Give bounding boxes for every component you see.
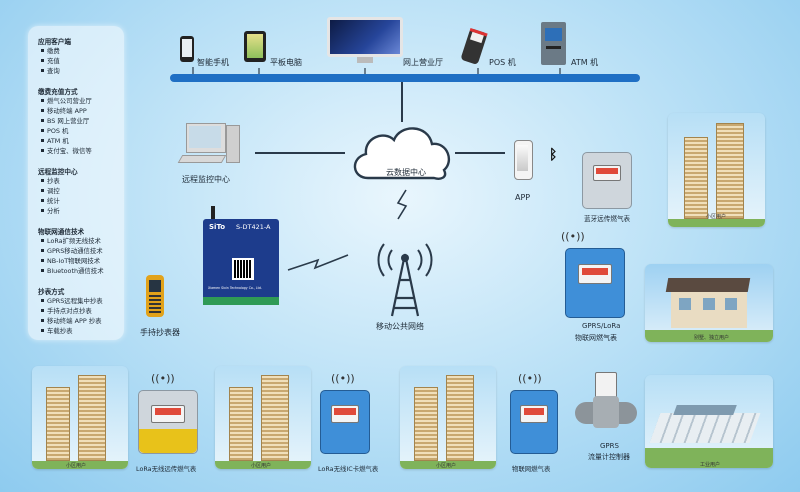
bluetooth-meter-label: 蓝牙远传燃气表 — [584, 215, 631, 223]
flow-controller-label-2: 流量计控制器 — [588, 453, 630, 461]
panel-item: GPRS移动通信技术 — [41, 246, 103, 255]
panel-item: ATM 机 — [41, 136, 69, 145]
community-user-label: 小区用户 — [706, 214, 727, 220]
bluetooth-icon: ᛒ — [549, 147, 558, 163]
smartphone-label: 智能手机 — [197, 58, 229, 67]
lora-remote-gas-meter-icon — [138, 390, 198, 454]
panel-item: 手持点对点抄表 — [41, 306, 92, 315]
cloud-data-center-label: 云数据中心 — [386, 168, 426, 177]
cloud-icon — [353, 127, 451, 180]
smartphone-icon — [180, 36, 194, 62]
tablet-icon — [244, 31, 266, 62]
flow-controller-label-1: GPRS — [600, 442, 619, 450]
community-user-label-3: 小区用户 — [436, 463, 457, 469]
monitor-center-label: 远程监控中心 — [182, 175, 230, 184]
panel-item: 车载抄表 — [41, 326, 73, 335]
panel-item: 统计 — [41, 196, 60, 205]
pos-label: POS 机 — [489, 58, 516, 67]
gprs-lora-meter-label-2: 物联网燃气表 — [575, 334, 617, 342]
panel-item: LoRa扩频无线技术 — [41, 236, 101, 245]
panel-section-title: 缴费充值方式 — [38, 88, 78, 96]
gprs-lora-meter-label-1: GPRS/LoRa — [582, 322, 621, 330]
industry-user-label: 工业用户 — [700, 462, 721, 468]
panel-item: 查询 — [41, 66, 60, 75]
wireless-signal-icon: ((•)) — [561, 230, 585, 243]
panel-section-title: 应用客户端 — [38, 38, 71, 46]
online-hall-label: 网上营业厅 — [403, 58, 443, 67]
community-photo-bottom-1 — [32, 366, 128, 469]
community-photo-right — [668, 113, 765, 227]
panel-item: 缴费 — [41, 46, 60, 55]
dtu-network-bolt — [287, 254, 349, 271]
panel-item: 移动终端 APP — [41, 106, 87, 115]
panel-item: Bluetooth通信技术 — [41, 266, 104, 275]
mobile-network-label: 移动公共网络 — [376, 322, 424, 331]
bluetooth-gas-meter-icon — [582, 152, 632, 209]
workstation-icon — [177, 123, 240, 165]
atm-label: ATM 机 — [571, 58, 599, 67]
cloud-network-bolt — [396, 189, 408, 220]
dtu-model: S-DT421-A — [236, 223, 271, 231]
community-user-label-1: 小区用户 — [66, 463, 87, 469]
lora-ic-card-gas-meter-icon — [320, 390, 370, 454]
handheld-reader-icon — [146, 275, 164, 317]
panel-item: 充值 — [41, 56, 60, 65]
handheld-reader-label: 手持抄表器 — [140, 328, 180, 337]
flow-controller-icon — [575, 372, 637, 434]
villa-photo — [645, 264, 773, 342]
app-label: APP — [515, 193, 531, 202]
community-photo-bottom-3 — [400, 366, 496, 469]
panel-section-title: 远程监控中心 — [38, 168, 78, 176]
panel-section-title: 物联网通信技术 — [38, 228, 85, 236]
feature-panel: 应用客户端 缴费 充值 查询 缴费充值方式 燃气公司营业厅 移动终端 APP B… — [28, 26, 124, 340]
dtu-company: Xiamen Sixin Technology Co., Ltd. — [208, 286, 262, 290]
community-photo-bottom-2 — [215, 366, 311, 469]
panel-item: 移动终端 APP 抄表 — [41, 316, 102, 325]
iot-gas-meter-icon — [510, 390, 558, 454]
industrial-photo — [645, 375, 773, 468]
villa-user-label: 别墅、独立用户 — [694, 335, 730, 341]
panel-item: NB-IoT物联网技术 — [41, 256, 100, 265]
wireless-signal-icon: ((•)) — [151, 372, 175, 385]
community-user-label-2: 小区用户 — [251, 463, 272, 469]
panel-section-title: 抄表方式 — [38, 288, 65, 296]
panel-item: 抄表 — [41, 176, 60, 185]
wireless-signal-icon: ((•)) — [518, 372, 542, 385]
gprs-lora-gas-meter-icon — [565, 248, 625, 318]
panel-item: 分析 — [41, 206, 60, 215]
desktop-monitor-icon — [327, 17, 403, 63]
dtu-device: SiTo S-DT421-A Xiamen Sixin Technology C… — [203, 206, 279, 309]
app-phone-icon — [514, 140, 533, 180]
panel-item: POS 机 — [41, 126, 68, 135]
iot-meter-label: 物联网燃气表 — [512, 465, 551, 473]
panel-item: 支付宝、微信等 — [41, 146, 92, 155]
top-bus-bar — [170, 74, 640, 82]
cell-tower-icon — [377, 243, 433, 317]
qr-code-icon — [232, 258, 254, 280]
wireless-signal-icon: ((•)) — [331, 372, 355, 385]
dtu-brand: SiTo — [209, 223, 226, 231]
tablet-label: 平板电脑 — [270, 58, 302, 67]
panel-item: 调控 — [41, 186, 60, 195]
panel-item: BS 网上营业厅 — [41, 116, 89, 125]
panel-item: GPRS远程集中抄表 — [41, 296, 103, 305]
lora-remote-meter-label: LoRa无线远传燃气表 — [136, 465, 197, 473]
panel-item: 燃气公司营业厅 — [41, 96, 92, 105]
lora-ic-meter-label: LoRa无线IC卡燃气表 — [318, 465, 379, 473]
atm-icon — [541, 22, 566, 65]
